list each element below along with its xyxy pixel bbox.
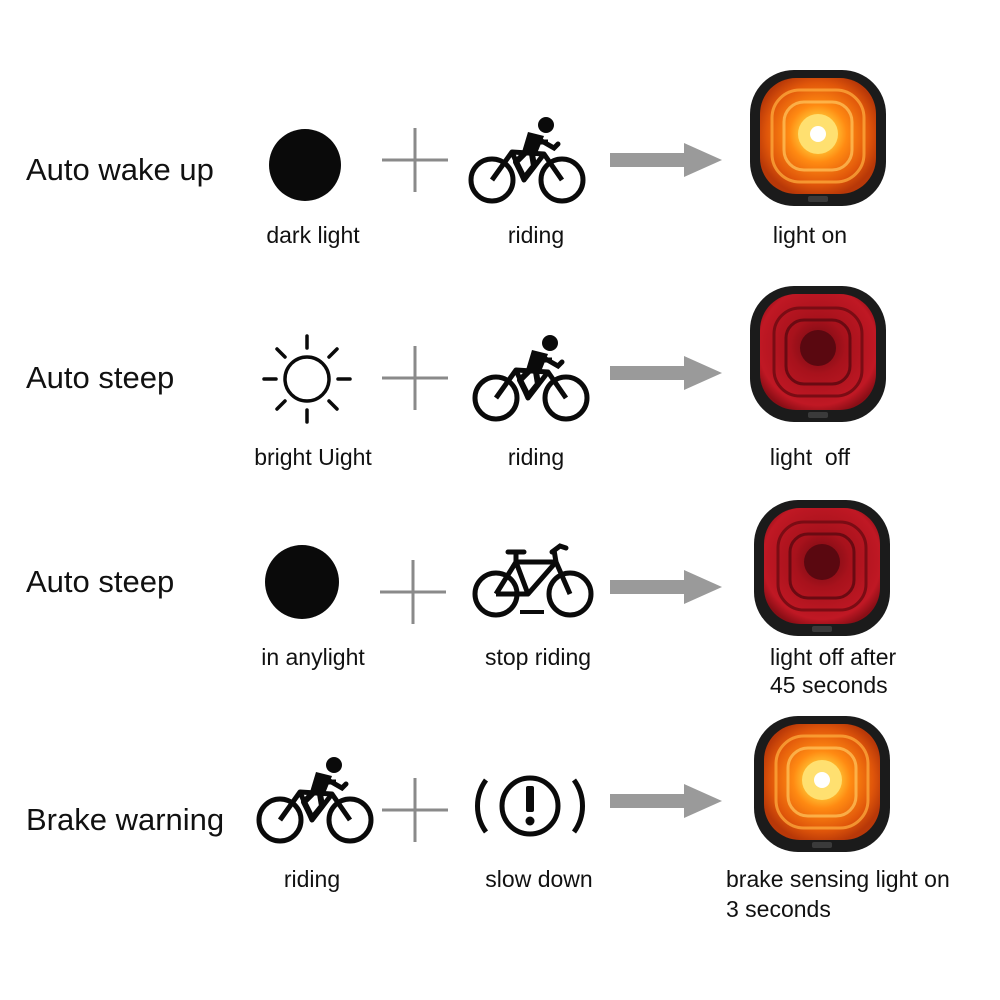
row-title: Auto wake up bbox=[26, 152, 214, 187]
arrow-icon bbox=[610, 784, 722, 818]
condition-label: in anylight bbox=[261, 644, 365, 670]
parked-bicycle-icon bbox=[472, 544, 596, 620]
taillight-off-icon bbox=[748, 284, 888, 424]
result-label-line2: 3 seconds bbox=[726, 896, 831, 922]
arrow-icon bbox=[610, 570, 722, 604]
taillight-on-icon bbox=[748, 68, 888, 208]
plus-icon bbox=[380, 344, 450, 412]
condition-label: bright Uight bbox=[254, 444, 372, 470]
plus-icon bbox=[378, 558, 448, 626]
row-title: Auto steep bbox=[26, 360, 175, 395]
cyclist-riding-icon bbox=[470, 340, 590, 422]
action-label: riding bbox=[507, 444, 565, 470]
action-label: stop riding bbox=[484, 644, 592, 670]
brake-warning-icon bbox=[470, 768, 590, 844]
plus-icon bbox=[380, 776, 450, 844]
result-label-line1: light off after bbox=[770, 644, 897, 670]
row-title: Brake warning bbox=[26, 802, 225, 837]
result-label-line2: 45 seconds bbox=[770, 672, 888, 698]
cyclist-riding-icon bbox=[254, 762, 374, 844]
result-label-line1: brake sensing light on bbox=[726, 866, 950, 892]
action-label: riding bbox=[507, 222, 565, 248]
row-title: Auto steep bbox=[26, 564, 175, 599]
arrow-icon bbox=[610, 356, 722, 390]
dark-circle-icon bbox=[264, 544, 340, 620]
taillight-off-icon bbox=[752, 498, 892, 638]
condition-label: dark light bbox=[266, 222, 360, 248]
result-label: light off bbox=[769, 444, 851, 470]
sun-icon bbox=[262, 334, 352, 424]
arrow-icon bbox=[610, 143, 722, 177]
result-label: light on bbox=[772, 222, 848, 248]
plus-icon bbox=[380, 126, 450, 194]
dark-circle-icon bbox=[268, 128, 342, 202]
condition-label: riding bbox=[283, 866, 341, 892]
taillight-on-icon bbox=[752, 714, 892, 854]
cyclist-riding-icon bbox=[466, 122, 586, 204]
action-label: slow down bbox=[485, 866, 593, 892]
